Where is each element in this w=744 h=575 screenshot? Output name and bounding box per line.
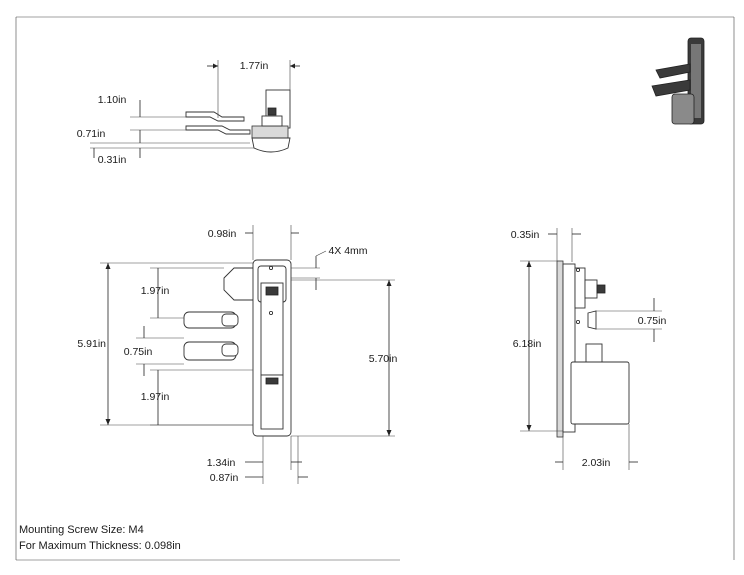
dim-top-h2: 0.71in [77,128,106,140]
dim-front-lower: 1.97in [141,391,170,403]
dim-front-width: 0.98in [208,228,237,240]
dim-front-upper: 1.97in [141,285,170,297]
dim-side-right: 0.75in [638,315,667,327]
dim-side-height: 6.18in [513,338,542,350]
dim-front-middle: 0.75in [124,346,153,358]
front-view: 0.98in 4X 4mm 5.91in 1.97in 0.75in 1.97i… [77,225,397,484]
note-screw-size: Mounting Screw Size: M4 [19,524,144,536]
isometric-thumbnail [651,37,705,125]
dim-side-top: 0.35in [511,229,540,241]
note-max-thickness: For Maximum Thickness: 0.098in [19,540,181,552]
drawing-frame [15,16,735,561]
dim-front-total: 5.91in [77,338,106,350]
top-view: 1.77in 1.10in 0.71in 0.31in [77,60,300,166]
dim-top-width: 1.77in [240,60,269,72]
dim-front-holes: 4X 4mm [328,245,367,257]
dim-front-bottom-a: 1.34in [207,457,236,469]
dim-top-h3: 0.31in [98,154,127,166]
dim-side-depth: 2.03in [582,457,611,469]
side-view: 0.35in 0.75in 6.18in 2.03in [511,228,667,470]
dim-front-height: 5.70in [369,353,398,365]
dim-top-h1: 1.10in [98,94,127,106]
dim-front-bottom-b: 0.87in [210,472,239,484]
